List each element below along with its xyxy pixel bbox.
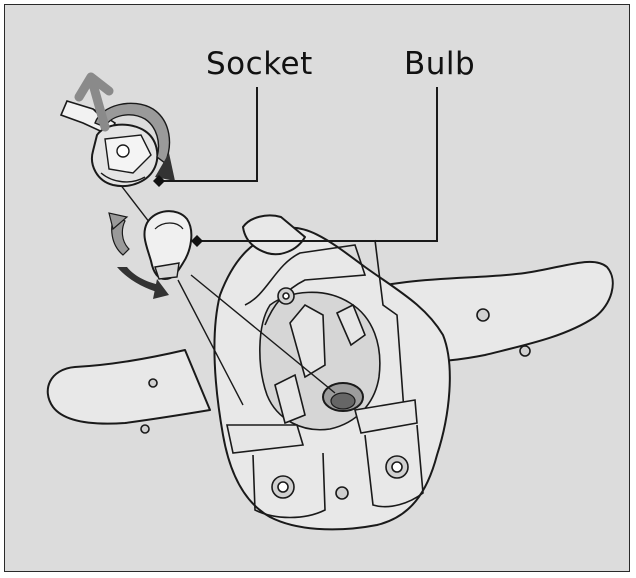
- socket-opening: [322, 382, 364, 412]
- socket-leader-dot: [153, 175, 165, 187]
- bulb-removal-illustration: [46, 72, 614, 531]
- socket-leader-line: [159, 87, 258, 182]
- diagram-frame: Socket Bulb: [4, 4, 630, 572]
- socket-label: Socket: [206, 46, 313, 82]
- leader-lines: [159, 87, 438, 242]
- bulb: [143, 210, 193, 281]
- leader-dots: [153, 175, 203, 247]
- mounting-screws: [140, 287, 531, 500]
- bulb-leader-line: [197, 87, 438, 242]
- socket-rotation-arrow-icon: [74, 72, 175, 181]
- bulb-label: Bulb: [404, 46, 476, 82]
- bulb-leader-dot: [191, 235, 203, 247]
- bulb-rotation-arrow-icon: [108, 212, 169, 299]
